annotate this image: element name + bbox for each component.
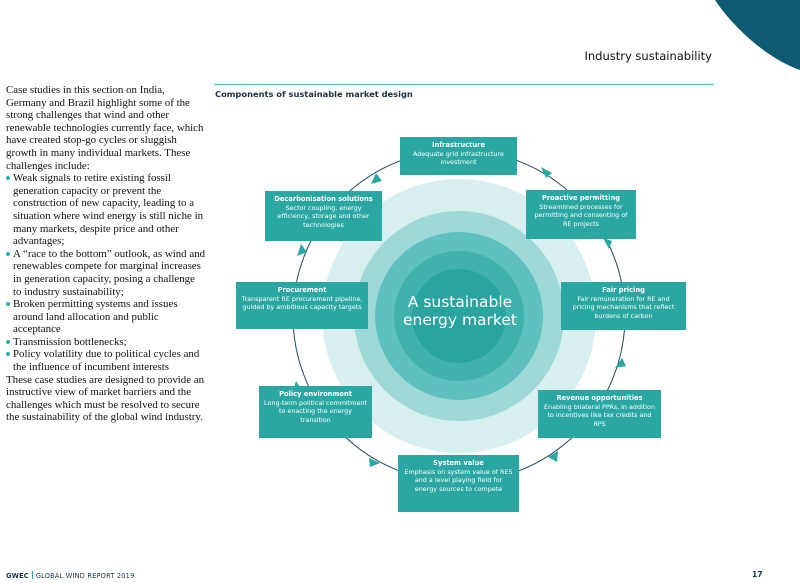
component-description: Transparent RE procurement pipeline, gui… <box>241 295 363 312</box>
component-box-fair-pricing: Fair pricing Fair remuneration for RE an… <box>561 282 686 330</box>
component-title: Proactive permitting <box>541 194 621 202</box>
intro-paragraph: Case studies in this section on India, G… <box>6 84 204 172</box>
component-box-infrastructure: Infrastructure Adequate grid infrastruct… <box>400 137 517 175</box>
bullet-icon <box>6 251 10 256</box>
center-label-line-2: energy market <box>403 311 517 329</box>
list-item: Policy volatility due to political cycle… <box>6 348 206 373</box>
bullet-icon <box>6 352 10 357</box>
center-label-line-1: A sustainable <box>407 293 513 311</box>
component-title: Revenue opportunities <box>556 394 643 402</box>
outro-paragraph: These case studies are designed to provi… <box>6 373 205 424</box>
component-title: Infrastructure <box>432 141 485 149</box>
cycle-arrow-icon <box>371 173 382 184</box>
list-item: A “race to the bottom” outlook, as wind … <box>6 248 206 298</box>
corner-decoration <box>715 0 800 70</box>
list-item-text: A “race to the bottom” outlook, as wind … <box>13 247 206 298</box>
component-title: Policy environment <box>279 390 352 398</box>
component-box-decarbonisation-solutions: Decarbonisation solutions Sector couplin… <box>265 191 382 241</box>
component-description: Enabling bilateral PPAs, in addition to … <box>543 403 656 428</box>
component-description: Fair remuneration for RE and pricing mec… <box>572 295 675 320</box>
list-item: Weak signals to retire existing fossil g… <box>6 172 206 248</box>
cycle-arrow-icon <box>548 451 558 462</box>
bullet-icon <box>6 176 10 181</box>
bullet-icon <box>6 302 10 307</box>
bullet-icon <box>6 339 10 344</box>
component-box-system-value: System value Emphasis on system value of… <box>398 455 519 512</box>
footer-report-name: GLOBAL WIND REPORT 2019 <box>35 572 135 580</box>
component-box-revenue-opportunities: Revenue opportunities Enabling bilateral… <box>538 390 661 438</box>
component-box-proactive-permitting: Proactive permitting Streamlined process… <box>526 190 636 239</box>
component-box-procurement: Procurement Transparent RE procurement p… <box>236 282 368 329</box>
footer-org: GWEC <box>6 572 29 580</box>
cycle-arrow-icon <box>541 167 552 178</box>
cycle-arrow-icon <box>603 238 612 249</box>
component-description: Long-term political commitment to enacti… <box>264 399 367 424</box>
intro-text-column: Case studies in this section on India, G… <box>6 84 206 424</box>
component-description: Adequate grid infrastructure investment <box>413 150 504 167</box>
list-item: Broken permitting systems and issues aro… <box>6 298 206 336</box>
cycle-arrow-icon <box>297 244 307 256</box>
component-title: Decarbonisation solutions <box>274 195 373 203</box>
component-description: Emphasis on system value of RES and a le… <box>404 468 513 493</box>
figure-divider <box>214 84 714 85</box>
list-item-text: Broken permitting systems and issues aro… <box>13 298 178 336</box>
figure-title: Components of sustainable market design <box>215 89 413 99</box>
challenges-list: Weak signals to retire existing fossil g… <box>6 172 206 374</box>
component-title: Fair pricing <box>602 286 645 294</box>
list-item-text: Policy volatility due to political cycle… <box>13 348 200 374</box>
footer: GWEC GLOBAL WIND REPORT 2019 <box>6 571 134 580</box>
center-label: A sustainable energy market <box>385 293 535 329</box>
component-title: Procurement <box>277 286 327 294</box>
list-item-text: Transmission bottlenecks; <box>13 335 127 348</box>
component-box-policy-environment: Policy environment Long-term political c… <box>259 386 372 438</box>
list-item: Transmission bottlenecks; <box>6 336 206 349</box>
component-description: Streamlined processes for permitting and… <box>534 203 628 228</box>
cycle-arrow-icon <box>369 458 380 467</box>
page-number: 17 <box>752 570 763 579</box>
section-title: Industry sustainability <box>584 49 712 63</box>
list-item-text: Weak signals to retire existing fossil g… <box>13 172 204 248</box>
component-title: System value <box>433 459 484 467</box>
footer-separator <box>31 571 33 579</box>
component-description: Sector coupling, energy efficiency, stor… <box>277 204 370 229</box>
ring-5 <box>412 269 506 363</box>
cycle-arrow-icon <box>615 358 626 368</box>
